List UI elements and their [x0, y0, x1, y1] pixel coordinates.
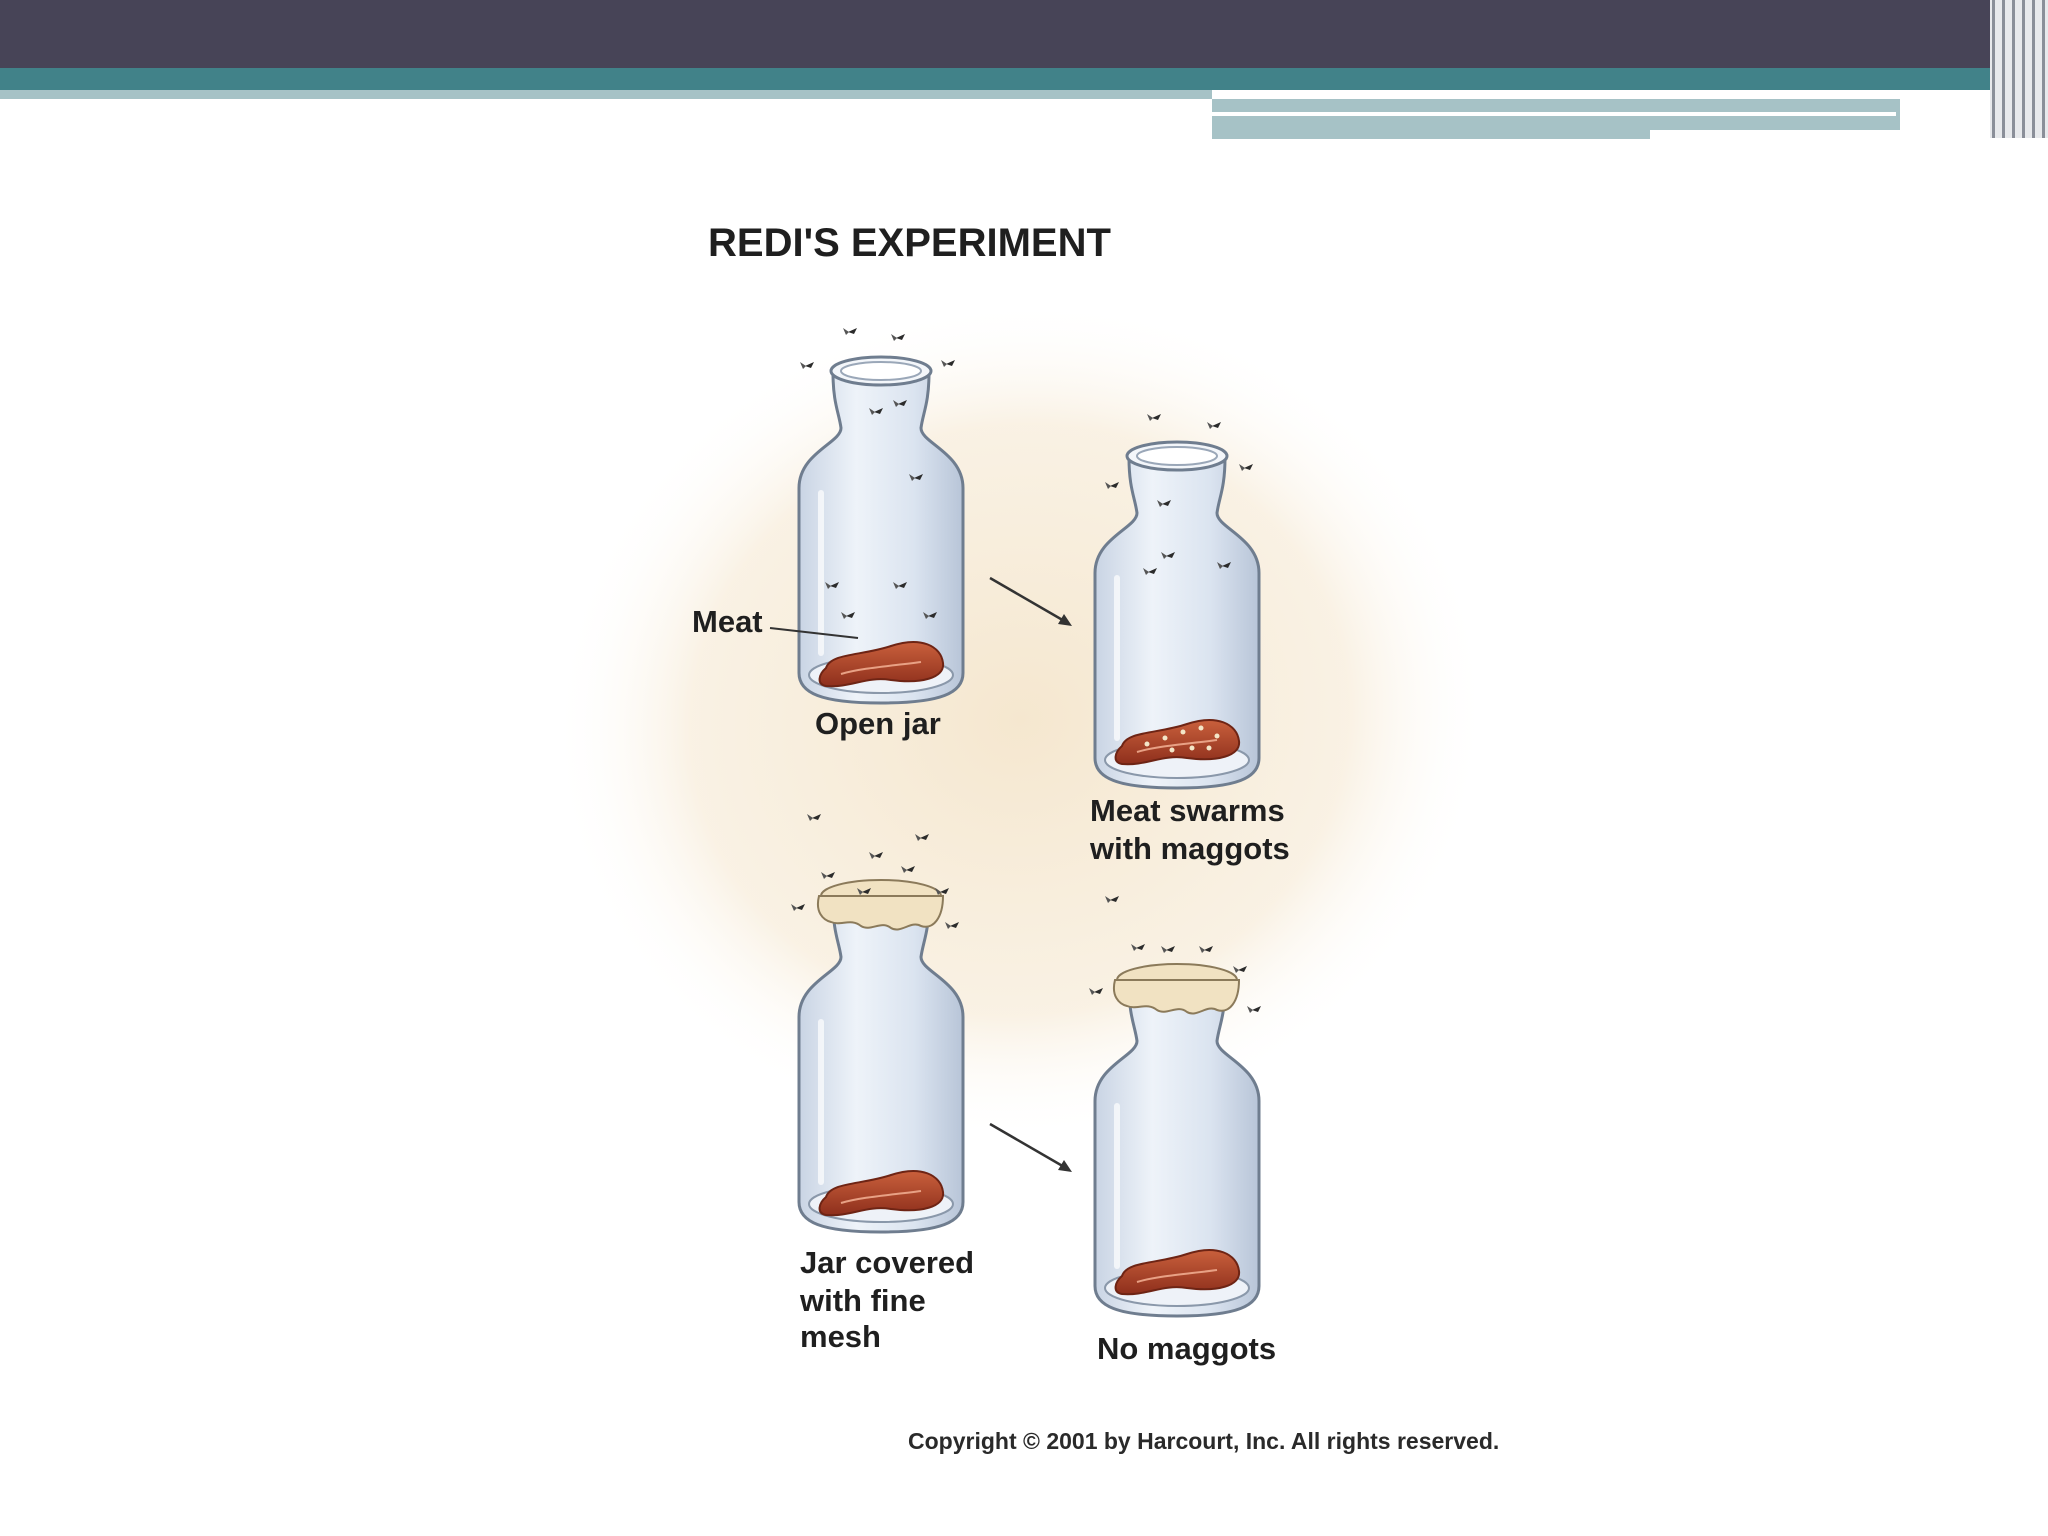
- header-right-inner-white: [1212, 112, 1896, 116]
- header-dark-bar: [0, 0, 2048, 68]
- result-open-label-line1: Meat swarms: [1090, 793, 1285, 828]
- arrow-icon: [989, 576, 1072, 626]
- open-jar-icon: [799, 355, 963, 703]
- meat-icon: [1114, 719, 1241, 766]
- covered-jar-label-line2: with fine: [799, 1283, 926, 1318]
- arrow-icon: [989, 1122, 1072, 1172]
- header-right-notch: [1650, 130, 1900, 140]
- meat-pointer-line: [769, 627, 859, 639]
- background-glow: [550, 298, 1490, 1142]
- copyright-text: Copyright © 2001 by Harcourt, Inc. All r…: [908, 1428, 1499, 1454]
- result-covered-label: No maggots: [1097, 1331, 1276, 1366]
- covered-jar-label-line3: mesh: [800, 1319, 881, 1354]
- header-teal-stripe: [0, 68, 2048, 90]
- header-light-stripe: [0, 90, 1212, 99]
- jar-maggots-icon: [1095, 440, 1259, 788]
- result-open-label-line2: with maggots: [1089, 831, 1290, 866]
- jar-no-maggots-icon: [1095, 963, 1259, 1316]
- header-right-ornament: [1990, 0, 2048, 138]
- mesh-cover-icon: [1113, 963, 1241, 1015]
- diagram-title: REDI'S EXPERIMENT: [708, 221, 1111, 265]
- open-jar-label: Open jar: [815, 706, 941, 741]
- mesh-cover-icon: [817, 879, 945, 931]
- slide-header-band: [0, 0, 2048, 140]
- covered-jar-icon: [799, 879, 963, 1232]
- covered-jar-label-line1: Jar covered: [800, 1245, 974, 1280]
- meat-label: Meat: [692, 604, 763, 639]
